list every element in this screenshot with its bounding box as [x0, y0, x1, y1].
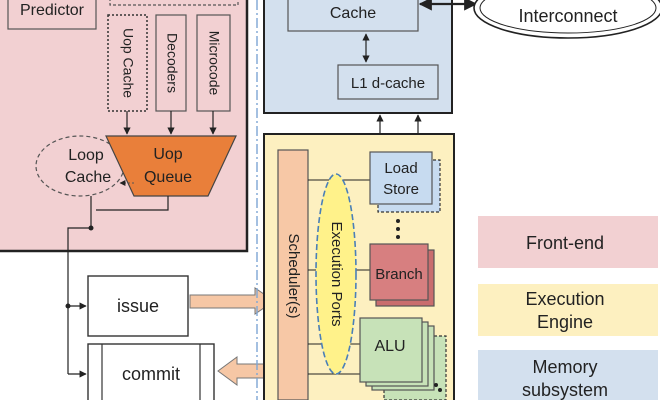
legend-execution-label-1: Execution	[525, 289, 604, 309]
ellipsis-dot	[438, 388, 442, 392]
scheduler-label: Scheduler(s)	[285, 233, 302, 318]
load-store-label-1: Load	[384, 160, 417, 177]
ellipsis-dot	[396, 235, 400, 239]
decoders-box: Decoders	[155, 14, 187, 112]
loop-cache-label-2: Cache	[65, 169, 111, 186]
alu-label: ALU	[374, 338, 405, 355]
scheduler-to-commit-arrow	[217, 356, 271, 386]
legend-front-end-label: Front-end	[526, 233, 604, 253]
fetch-box-partial	[109, 0, 239, 6]
interconnect-inner-ring	[479, 0, 657, 34]
uop-cache-box: Uop Cache	[107, 14, 148, 112]
uop-queue-label-2: Queue	[144, 169, 192, 186]
alu-unit: ALU	[359, 317, 447, 400]
uop-cache-label: Uop Cache	[120, 28, 136, 98]
legend-memory-subsystem: Memory subsystem	[478, 350, 658, 400]
load-store-unit: Load Store	[369, 151, 441, 213]
issue-to-scheduler-arrow	[189, 287, 275, 315]
scheduler-box: Scheduler(s)	[277, 149, 309, 400]
l1-dcache-box: L1 d-cache	[337, 64, 439, 100]
ellipsis-dot	[396, 219, 400, 223]
cache-box: Cache	[287, 0, 419, 32]
predictor-box: Predictor	[7, 0, 97, 30]
execution-ports: Execution Ports	[315, 173, 357, 375]
uop-queue: Uop Queue	[105, 135, 237, 197]
execution-ports-label: Execution Ports	[328, 221, 345, 326]
decoders-label: Decoders	[164, 33, 180, 93]
queue-out-line	[96, 196, 169, 211]
legend-memory-label-2: subsystem	[522, 380, 608, 400]
predictor-label: Predictor	[20, 2, 85, 19]
interconnect-label: Interconnect	[518, 6, 617, 26]
legend-execution-label-2: Engine	[537, 312, 593, 332]
loop-cache-label-1: Loop	[68, 147, 104, 164]
load-store-label-2: Store	[383, 181, 419, 198]
ellipsis-dot	[396, 227, 400, 231]
commit-label: commit	[122, 364, 180, 384]
commit-box: commit	[87, 343, 215, 400]
branch-label: Branch	[375, 266, 423, 283]
issue-box: issue	[87, 275, 189, 337]
uop-queue-label-1: Uop	[153, 146, 182, 163]
legend-front-end: Front-end	[478, 216, 658, 268]
ellipsis-dot	[434, 383, 438, 387]
frontend-out-line	[67, 227, 91, 374]
legend-memory-label-1: Memory	[532, 357, 597, 377]
issue-label: issue	[117, 296, 159, 316]
cache-label: Cache	[330, 5, 376, 22]
microcode-label: Microcode	[206, 31, 222, 96]
branch-unit: Branch	[369, 243, 435, 307]
legend-execution-engine: Execution Engine	[478, 284, 658, 336]
interconnect-ellipse	[473, 0, 660, 39]
l1-dcache-label: L1 d-cache	[351, 75, 425, 92]
microcode-box: Microcode	[196, 14, 231, 112]
